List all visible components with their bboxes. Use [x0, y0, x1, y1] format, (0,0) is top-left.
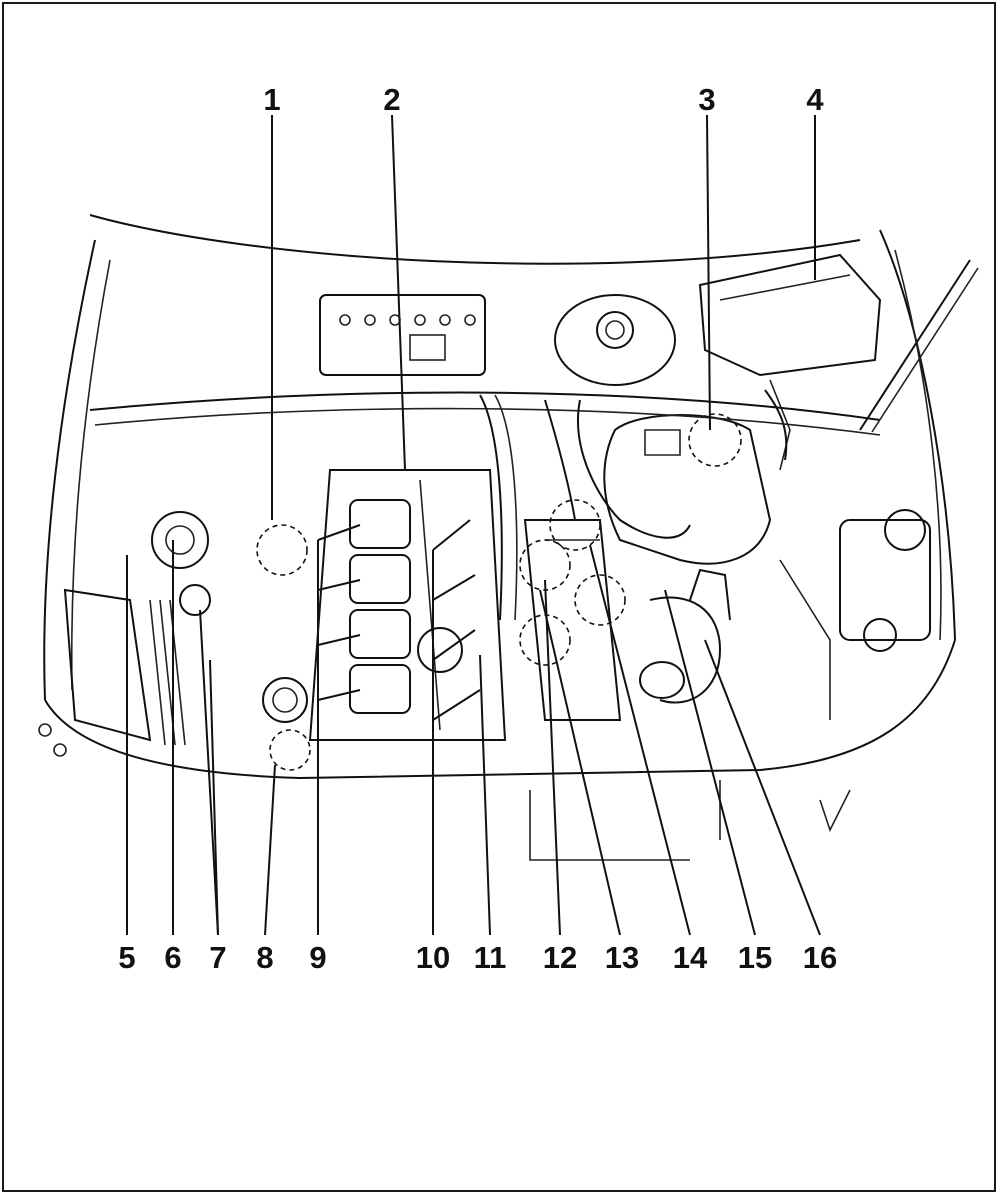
air-filter-housing — [698, 253, 882, 471]
intake-manifold — [523, 519, 731, 721]
callout-5: 5 — [118, 940, 135, 975]
cross-members — [89, 259, 979, 621]
brake-fluid-reservoir — [554, 294, 676, 386]
engine-bay-outline — [43, 214, 956, 861]
callout-9: 9 — [309, 940, 326, 975]
callout-16: 16 — [803, 940, 837, 975]
coolant-reservoir — [603, 413, 772, 565]
callout-14: 14 — [673, 940, 708, 975]
callout-6: 6 — [164, 940, 181, 975]
callout-12: 12 — [543, 940, 577, 975]
left-accessories — [38, 511, 211, 757]
callout-3: 3 — [698, 82, 715, 117]
callout-11: 11 — [474, 940, 507, 975]
leader-lines — [126, 114, 821, 936]
callout-15: 15 — [738, 940, 772, 975]
callout-13: 13 — [605, 940, 639, 975]
callout-2: 2 — [383, 82, 400, 117]
callouts-bottom: 5 6 7 8 9 10 11 12 13 14 15 16 — [118, 940, 837, 975]
right-components — [779, 509, 931, 720]
callout-7: 7 — [209, 940, 226, 975]
callout-4: 4 — [806, 82, 824, 117]
battery — [319, 294, 486, 376]
callout-8: 8 — [256, 940, 273, 975]
ignition-coils — [349, 499, 411, 714]
callouts-top: 1 2 3 4 — [263, 82, 824, 117]
callout-10: 10 — [416, 940, 450, 975]
engine-cylinder-head — [262, 469, 507, 741]
callout-1: 1 — [263, 82, 280, 117]
